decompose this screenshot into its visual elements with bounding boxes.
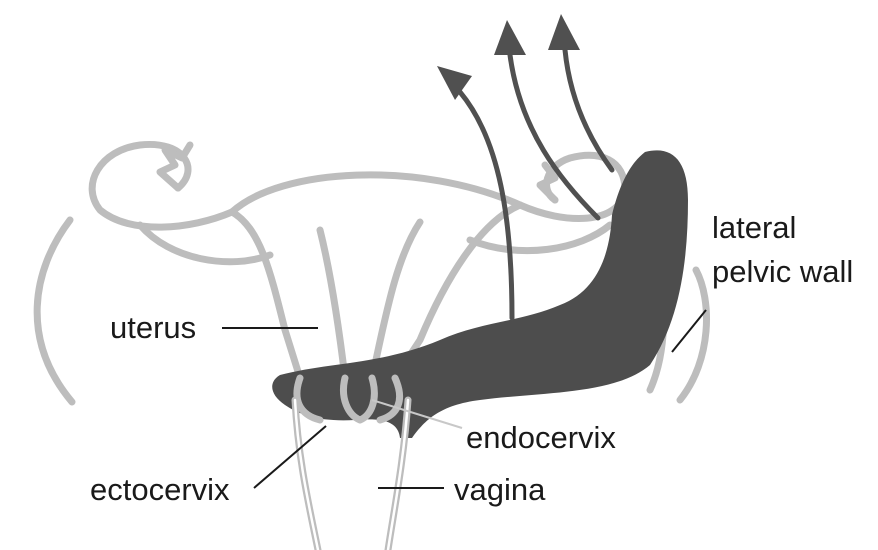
left-pelvic-wall xyxy=(37,220,72,402)
uterine-cavity-left xyxy=(320,230,345,378)
arrow-head-icon xyxy=(548,14,580,50)
right-pelvic-wall xyxy=(680,270,707,400)
ectocervix-leader xyxy=(254,426,326,488)
upward-spread-arrow xyxy=(510,55,598,218)
right-fimbriae xyxy=(540,165,555,200)
uterine-fundus xyxy=(232,175,520,212)
left-fallopian-tube xyxy=(92,144,232,227)
label-ectocervix: ectocervix xyxy=(90,472,230,507)
arrow-head-icon xyxy=(437,66,472,100)
upward-spread-arrow xyxy=(460,92,512,318)
label-pelvic-wall: pelvic wall xyxy=(712,254,853,289)
spread-arrows xyxy=(437,14,612,318)
label-endocervix: endocervix xyxy=(466,420,616,455)
arrow-head-icon xyxy=(494,20,526,55)
label-uterus: uterus xyxy=(110,310,196,345)
label-vagina: vagina xyxy=(454,472,546,507)
label-lateral: lateral xyxy=(712,210,796,245)
uterus-left-wall xyxy=(232,212,300,378)
